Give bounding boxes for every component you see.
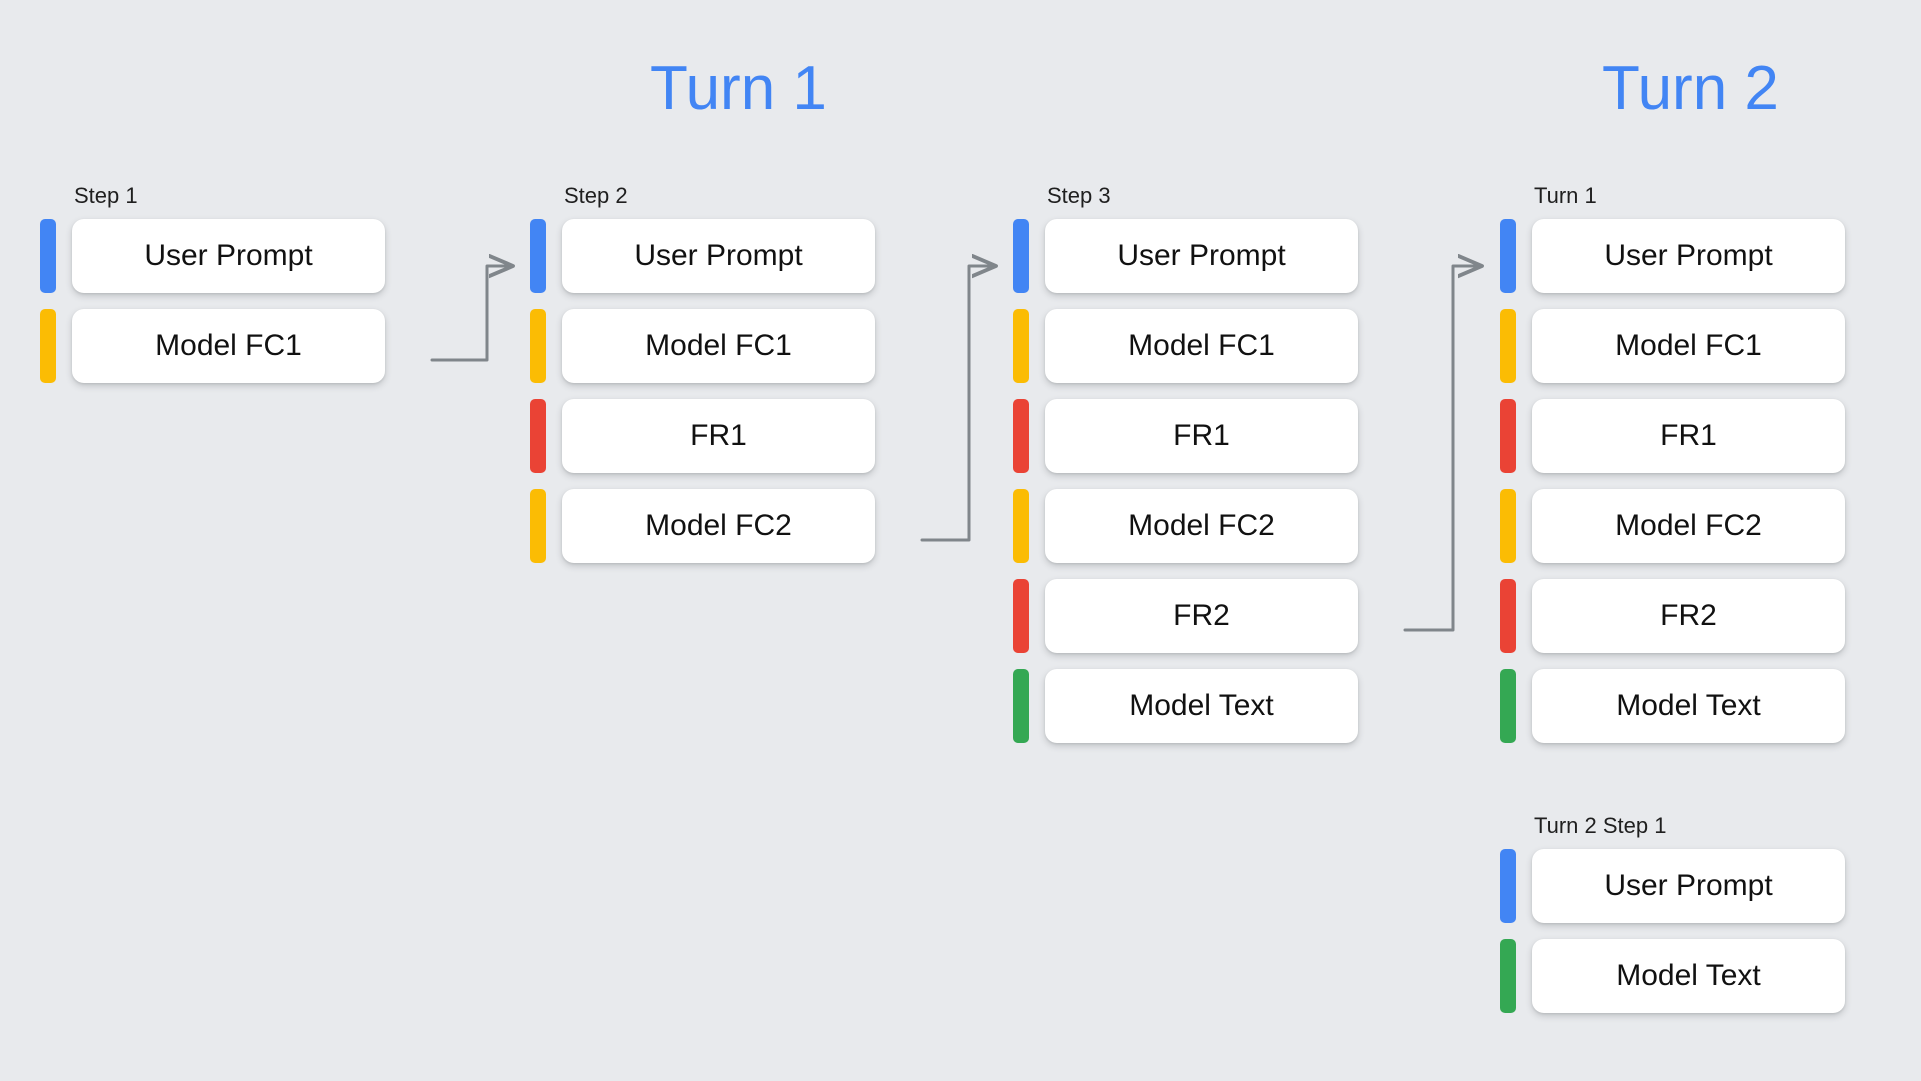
red-status-bar-icon (1013, 579, 1029, 653)
entry-row[interactable]: User Prompt (1500, 219, 1845, 293)
entry-row[interactable]: Model FC1 (40, 309, 385, 383)
entry-card[interactable]: Model Text (1532, 939, 1845, 1013)
red-status-bar-icon (1013, 399, 1029, 473)
entry-row[interactable]: User Prompt (1500, 849, 1845, 923)
entry-card[interactable]: User Prompt (1045, 219, 1358, 293)
green-status-bar-icon (1500, 939, 1516, 1013)
red-status-bar-icon (1500, 579, 1516, 653)
blue-status-bar-icon (530, 219, 546, 293)
blue-status-bar-icon (40, 219, 56, 293)
entry-row[interactable]: User Prompt (530, 219, 875, 293)
yellow-status-bar-icon (1013, 309, 1029, 383)
green-status-bar-icon (1500, 669, 1516, 743)
yellow-status-bar-icon (1500, 309, 1516, 383)
blue-status-bar-icon (1500, 849, 1516, 923)
entry-row[interactable]: Model FC1 (1013, 309, 1358, 383)
connector-step2-to-step3 (920, 266, 996, 542)
entry-row[interactable]: User Prompt (40, 219, 385, 293)
yellow-status-bar-icon (530, 309, 546, 383)
entry-card[interactable]: Model FC2 (1045, 489, 1358, 563)
blue-status-bar-icon (1500, 219, 1516, 293)
entry-row[interactable]: FR1 (530, 399, 875, 473)
connector-step3-to-turn1 (1403, 266, 1482, 632)
entry-row[interactable]: Model Text (1500, 669, 1845, 743)
entry-card[interactable]: FR2 (1045, 579, 1358, 653)
entry-row[interactable]: FR2 (1013, 579, 1358, 653)
red-status-bar-icon (1500, 399, 1516, 473)
red-status-bar-icon (530, 399, 546, 473)
column-label-turn2step1: Turn 2 Step 1 (1534, 813, 1667, 838)
yellow-status-bar-icon (40, 309, 56, 383)
column-label-step1: Step 1 (74, 183, 138, 208)
entry-card[interactable]: Model FC1 (1045, 309, 1358, 383)
entry-card[interactable]: User Prompt (72, 219, 385, 293)
yellow-status-bar-icon (1500, 489, 1516, 563)
entry-card[interactable]: Model Text (1532, 669, 1845, 743)
blue-status-bar-icon (1013, 219, 1029, 293)
entry-row[interactable]: Model FC2 (1013, 489, 1358, 563)
connector-step1-to-step2 (430, 266, 513, 362)
yellow-status-bar-icon (530, 489, 546, 563)
entry-row[interactable]: User Prompt (1013, 219, 1358, 293)
entry-row[interactable]: FR1 (1500, 399, 1845, 473)
entry-row[interactable]: Model FC1 (1500, 309, 1845, 383)
entry-card[interactable]: FR2 (1532, 579, 1845, 653)
entry-card[interactable]: Model Text (1045, 669, 1358, 743)
entry-card[interactable]: FR1 (562, 399, 875, 473)
entry-card[interactable]: FR1 (1045, 399, 1358, 473)
turn-2-heading: Turn 2 (1602, 54, 1779, 123)
entry-card[interactable]: Model FC1 (72, 309, 385, 383)
green-status-bar-icon (1013, 669, 1029, 743)
entry-card[interactable]: FR1 (1532, 399, 1845, 473)
entry-card[interactable]: Model FC2 (1532, 489, 1845, 563)
entry-row[interactable]: Model FC1 (530, 309, 875, 383)
entry-row[interactable]: FR2 (1500, 579, 1845, 653)
entry-row[interactable]: Model Text (1500, 939, 1845, 1013)
yellow-status-bar-icon (1013, 489, 1029, 563)
entry-card[interactable]: User Prompt (1532, 219, 1845, 293)
column-label-turn1: Turn 1 (1534, 183, 1597, 208)
entry-card[interactable]: User Prompt (562, 219, 875, 293)
entry-row[interactable]: FR1 (1013, 399, 1358, 473)
entry-card[interactable]: Model FC1 (1532, 309, 1845, 383)
entry-row[interactable]: Model FC2 (530, 489, 875, 563)
entry-row[interactable]: Model FC2 (1500, 489, 1845, 563)
column-label-step2: Step 2 (564, 183, 628, 208)
entry-card[interactable]: User Prompt (1532, 849, 1845, 923)
column-label-step3: Step 3 (1047, 183, 1111, 208)
turn-1-heading: Turn 1 (650, 54, 827, 123)
entry-card[interactable]: Model FC1 (562, 309, 875, 383)
entry-row[interactable]: Model Text (1013, 669, 1358, 743)
entry-card[interactable]: Model FC2 (562, 489, 875, 563)
